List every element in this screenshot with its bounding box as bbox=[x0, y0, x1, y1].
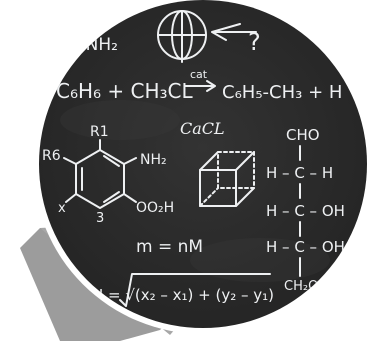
blackboard-disc bbox=[39, 0, 367, 328]
reaction-left: C₆H₆ + CH₃CL bbox=[56, 79, 193, 103]
chain-row-3: H – C – OH bbox=[266, 238, 345, 256]
label-cooh: OO₂H bbox=[136, 200, 174, 216]
globe-sketch bbox=[157, 10, 257, 63]
chain-row-1: H – C – H bbox=[266, 164, 333, 182]
label-nh2: NH₂ bbox=[140, 152, 167, 168]
reaction-arrow-label: cat bbox=[190, 68, 208, 81]
benzene-structure bbox=[63, 139, 137, 209]
label-r6: R6 bbox=[42, 148, 61, 164]
label-cho: CHO bbox=[286, 126, 320, 144]
question-mark: ? bbox=[248, 28, 261, 56]
label-r1: R1 bbox=[90, 124, 109, 140]
mass-formula: m = nM bbox=[136, 237, 203, 257]
chain-row-2: H – C – OH bbox=[266, 202, 345, 220]
crystal-cube bbox=[199, 151, 255, 207]
reaction-right: C₆H₅-CH₃ + H bbox=[222, 82, 342, 103]
label-x: x bbox=[58, 201, 66, 216]
distance-formula: N = √(x₂ – x₁) + (y₂ – y₁) bbox=[92, 286, 274, 304]
label-three: 3 bbox=[96, 211, 104, 226]
reaction-arrow bbox=[184, 80, 216, 92]
label-cacl: CaCL bbox=[180, 119, 225, 138]
